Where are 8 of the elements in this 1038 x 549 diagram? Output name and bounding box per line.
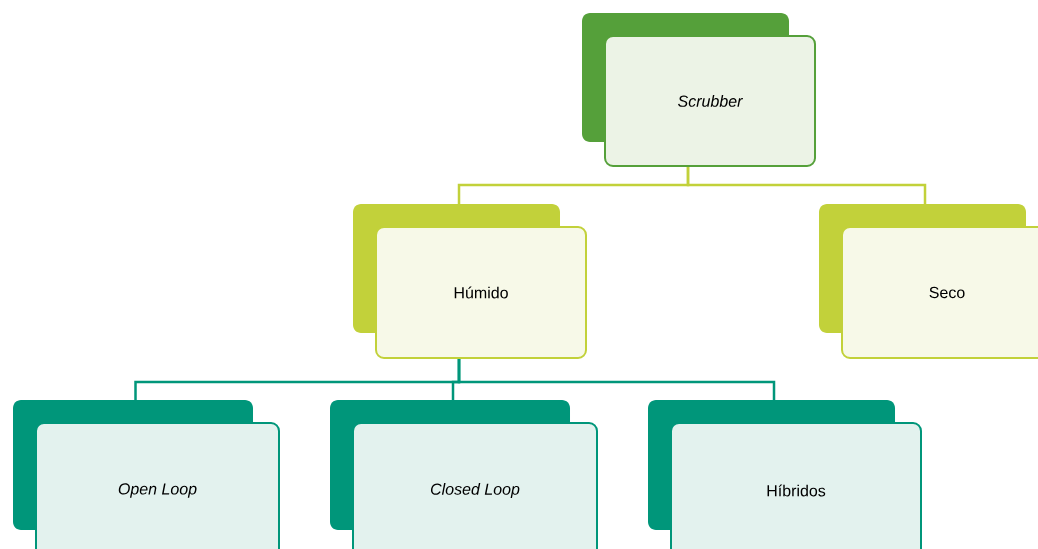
process-box: Scrubber (582, 13, 816, 167)
process-box: Open Loop (13, 400, 280, 549)
process-box: Closed Loop (330, 400, 598, 549)
process-box: Húmido (353, 204, 587, 359)
process-box: Híbridos (648, 400, 922, 549)
process-box: Seco (819, 204, 1038, 359)
connector-line (457, 359, 776, 400)
connector-line (686, 167, 927, 204)
